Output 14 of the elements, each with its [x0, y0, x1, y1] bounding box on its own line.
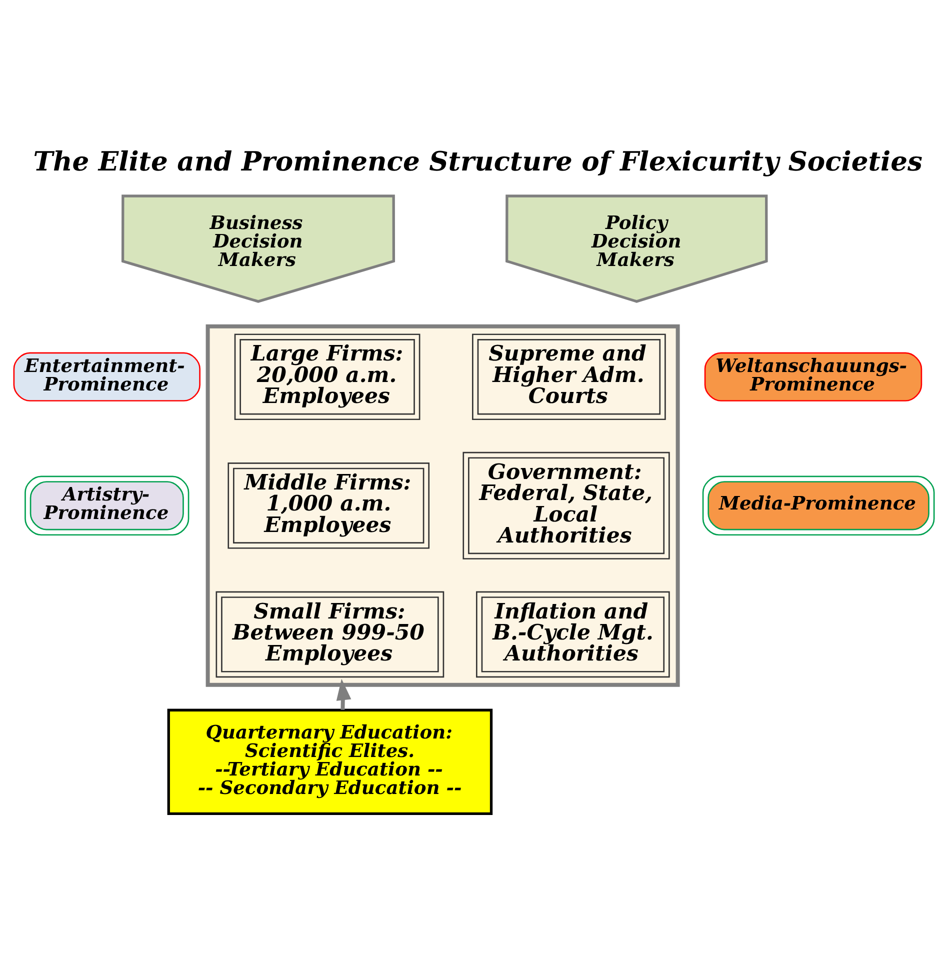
- node-box: Entertainment-Prominence: [13, 352, 200, 402]
- node-box: Middle Firms: 1,000 a.m. Employees: [228, 462, 430, 549]
- diagram-title: The Elite and Prominence Structure of Flexicurity Societies: [33, 146, 922, 178]
- node-box: Quarternary Education: Scientific Elites. --Tertiary Education -- -- Secondary Education --: [167, 708, 493, 816]
- node-box: Media-Prominence: [702, 476, 935, 536]
- node-box: Artistry-Prominence: [24, 476, 190, 536]
- node-box: Weltanschauungs-Prominence: [704, 352, 922, 402]
- node-box: Supreme and Higher Adm. Courts: [472, 334, 666, 420]
- cluster: [206, 324, 680, 687]
- arrow: [336, 678, 352, 710]
- node-box: Small Firms: Between 999-50 Employees: [216, 591, 444, 678]
- node-box: Government: Federal, State, Local Authorities: [462, 452, 670, 560]
- node-box: Large Firms: 20,000 a.m. Employees: [234, 334, 420, 420]
- node-box: Inflation and B.-Cycle Mgt. Authorities: [476, 591, 670, 678]
